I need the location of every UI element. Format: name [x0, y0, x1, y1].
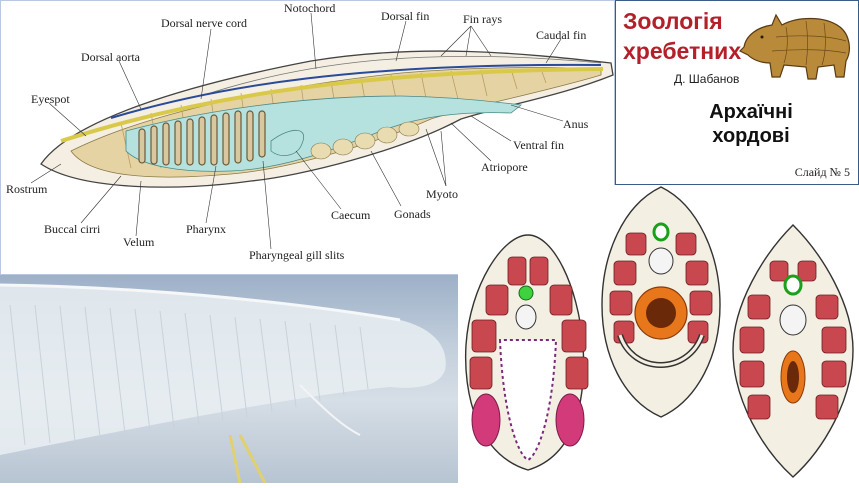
- cross-sections-panel: [458, 185, 859, 483]
- rhino-engraving-icon: [738, 13, 850, 80]
- label-rostrum: Rostrum: [6, 182, 48, 196]
- label-caudal-fin: Caudal fin: [536, 28, 587, 42]
- course-title-line2: хребетних: [623, 38, 742, 64]
- cross-section-tail: [732, 224, 854, 478]
- label-buccal-cirri: Buccal cirri: [44, 222, 101, 236]
- label-velum: Velum: [123, 235, 155, 249]
- label-notochord: Notochord: [284, 1, 336, 15]
- label-pharynx: Pharynx: [186, 222, 226, 236]
- lancelet-photo-drawing: [0, 283, 446, 483]
- section-title-line2: хордові: [712, 125, 790, 147]
- label-eyespot: Eyespot: [31, 92, 70, 106]
- title-box: Зоологія хребетних Д. Шабанов Архаїчні х…: [615, 0, 859, 185]
- label-atriopore: Atriopore: [481, 160, 528, 174]
- author-name: Д. Шабанов: [674, 72, 740, 86]
- label-pharyngeal-gill-slits: Pharyngeal gill slits: [249, 248, 345, 262]
- label-anus: Anus: [563, 117, 589, 131]
- label-dorsal-aorta: Dorsal aorta: [81, 50, 140, 64]
- label-dorsal-fin: Dorsal fin: [381, 9, 430, 23]
- label-dorsal-nerve-cord: Dorsal nerve cord: [161, 16, 247, 30]
- cross-sections-drawing: [464, 186, 854, 478]
- slide-number: Слайд № 5: [794, 165, 850, 179]
- cross-section-pharynx: [464, 234, 589, 471]
- cross-section-intestine: [601, 186, 721, 418]
- label-gonads: Gonads: [394, 207, 431, 221]
- lancelet-body-drawing: [30, 12, 614, 250]
- label-ventral-fin: Ventral fin: [513, 138, 564, 152]
- course-title-line1: Зоологія: [623, 8, 723, 34]
- lancelet-photo: [0, 275, 458, 483]
- label-fin-rays: Fin rays: [463, 12, 502, 26]
- section-title-line1: Архаїчні: [709, 101, 793, 123]
- label-caecum: Caecum: [331, 208, 371, 222]
